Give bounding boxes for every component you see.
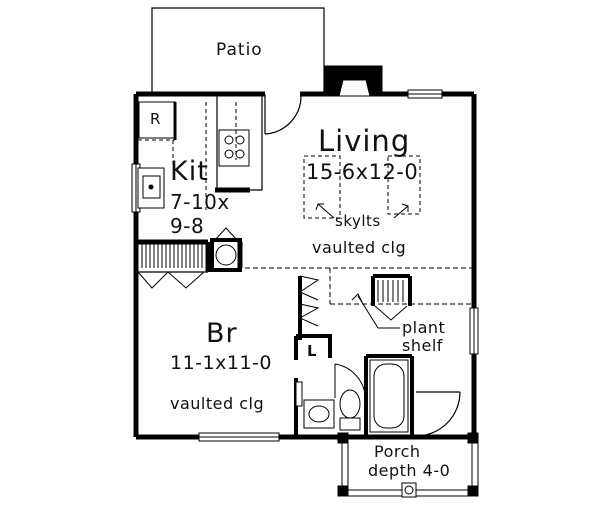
living-label: Living	[318, 124, 411, 158]
bedroom-dimensions: 11-1x11-0	[170, 352, 272, 374]
plant-shelf-label-line2: shelf	[402, 336, 443, 355]
entry-door	[415, 391, 461, 437]
windows	[131, 89, 479, 442]
range	[218, 129, 250, 167]
kitchen-counter-sink	[137, 167, 165, 209]
kitchen-dimensions-line1: 7-10x	[170, 190, 230, 214]
exterior-walls	[133, 91, 477, 440]
living-dimensions: 15-6x12-0	[306, 160, 419, 184]
refrigerator-label: R	[150, 110, 161, 128]
kitchen-peninsula	[216, 96, 263, 191]
linen-closet-label: L	[307, 342, 317, 360]
porch-outline	[337, 432, 479, 498]
porch-label: Porch	[374, 442, 421, 461]
bedroom-label: Br	[206, 318, 238, 349]
linen-closet	[294, 334, 332, 360]
kitchen-label: Kit	[170, 156, 209, 187]
bedroom-ceiling-note: vaulted clg	[170, 394, 265, 413]
hall-closet	[298, 275, 320, 340]
bedroom-door	[334, 363, 366, 398]
patio-door	[264, 94, 302, 135]
skylights-label: skylts	[335, 212, 381, 230]
patio-outline	[151, 7, 325, 94]
living-ceiling-note: vaulted clg	[312, 238, 407, 257]
water-heater	[210, 227, 242, 272]
porch-depth: depth 4-0	[368, 461, 451, 480]
bathroom-walls	[294, 354, 414, 435]
skylights	[303, 155, 421, 219]
toilet	[339, 389, 361, 431]
kitchen-dimensions-line2: 9-8	[170, 214, 205, 238]
plant-shelf-box	[371, 274, 412, 321]
bedroom-closet	[136, 239, 211, 289]
bathtub	[369, 359, 409, 433]
refrigerator	[138, 101, 177, 140]
bath-sink	[303, 399, 335, 429]
skylight-arrows	[315, 203, 409, 219]
plant-shelf-arrow	[351, 293, 400, 329]
plant-shelf-label-line1: plant	[402, 318, 446, 337]
patio-label: Patio	[216, 40, 263, 60]
